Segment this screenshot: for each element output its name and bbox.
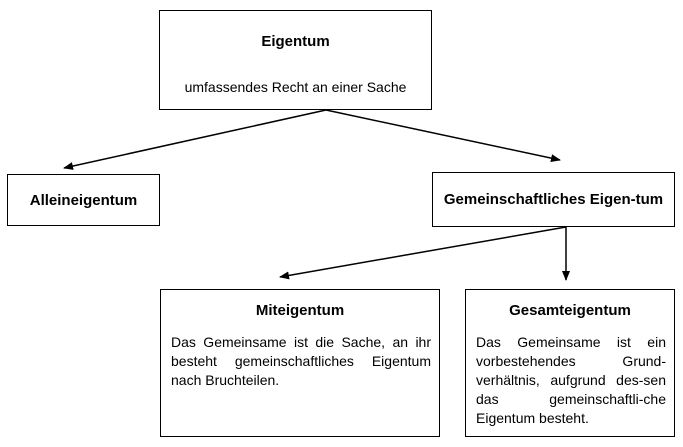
node-miteigentum-title: Miteigentum xyxy=(255,302,345,319)
node-eigentum: Eigentum umfassendes Recht an einer Sach… xyxy=(159,10,432,110)
node-gesamteigentum-title: Gesamteigentum xyxy=(509,302,631,319)
node-eigentum-title: Eigentum xyxy=(261,33,330,50)
node-alleineigentum: Alleineigentum xyxy=(7,174,160,226)
node-gemeinschaftliches-eigentum-title: Gemeinschaftliches Eigen-tum xyxy=(443,191,664,208)
node-eigentum-subtitle: umfassendes Recht an einer Sache xyxy=(184,79,407,95)
arrow-root-to-gemein xyxy=(325,109,561,163)
node-alleineigentum-title: Alleineigentum xyxy=(29,191,138,209)
node-miteigentum-text: Das Gemeinsame ist die Sache, an ihr bes… xyxy=(171,334,431,388)
arrow-root-to-allein xyxy=(63,109,327,170)
node-miteigentum: Miteigentum Das Gemeinsame ist die Sache… xyxy=(160,289,440,437)
node-gesamteigentum: Gesamteigentum Das Gemeinsame ist ein vo… xyxy=(465,289,675,437)
node-gemeinschaftliches-eigentum: Gemeinschaftliches Eigen-tum xyxy=(432,172,675,227)
arrow-gemein-to-mit xyxy=(279,226,567,280)
node-gesamteigentum-text: Das Gemeinsame ist ein vorbestehendes Gr… xyxy=(476,334,666,426)
